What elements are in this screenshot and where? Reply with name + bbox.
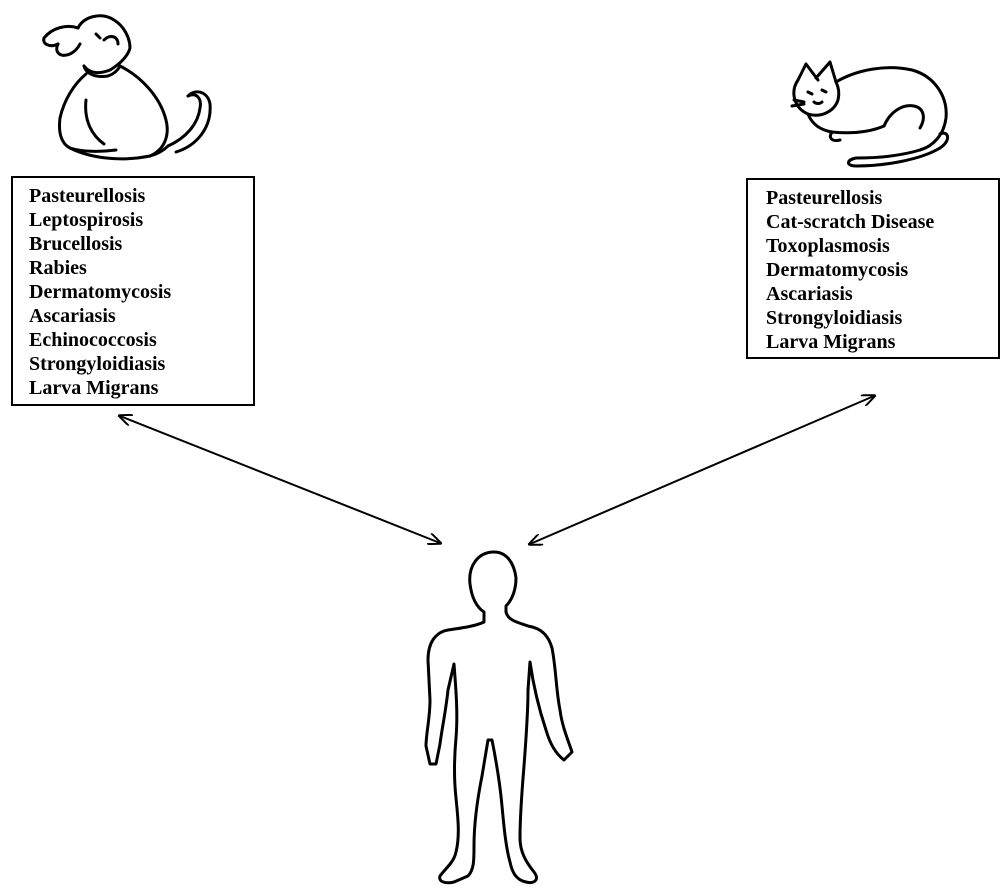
dog-human-arrow <box>120 416 440 543</box>
cat-disease-item: Ascariasis <box>766 283 853 305</box>
cat-human-arrow <box>530 396 874 544</box>
dog-icon <box>42 14 212 161</box>
dog-disease-item: Dermatomycosis <box>29 281 172 303</box>
dog-disease-item: Ascariasis <box>29 305 116 327</box>
human-icon <box>424 550 574 885</box>
dog-disease-item: Echinococcosis <box>29 329 157 351</box>
dog-disease-item: Larva Migrans <box>29 377 159 399</box>
cat-disease-item: Cat-scratch Disease <box>766 211 935 233</box>
dog-disease-item: Strongyloidiasis <box>29 353 166 375</box>
dog-disease-item: Leptospirosis <box>29 209 144 231</box>
dog-diseases-box: Pasteurellosis Leptospirosis Brucellosis… <box>11 176 255 406</box>
cat-disease-item: Dermatomycosis <box>766 259 909 281</box>
dog-diseases-list: Pasteurellosis Leptospirosis Brucellosis… <box>29 184 253 400</box>
dog-disease-item: Rabies <box>29 257 87 279</box>
cat-disease-item: Toxoplasmosis <box>766 235 890 257</box>
cat-disease-item: Strongyloidiasis <box>766 307 903 329</box>
cat-disease-item: Larva Migrans <box>766 331 896 353</box>
cat-diseases-list: Pasteurellosis Cat-scratch Disease Toxop… <box>766 186 998 354</box>
transmission-arrows <box>120 396 874 544</box>
dog-disease-item: Pasteurellosis <box>29 185 146 207</box>
cat-icon <box>790 60 949 168</box>
cat-diseases-box: Pasteurellosis Cat-scratch Disease Toxop… <box>746 178 1000 359</box>
dog-disease-item: Brucellosis <box>29 233 123 255</box>
cat-disease-item: Pasteurellosis <box>766 187 883 209</box>
